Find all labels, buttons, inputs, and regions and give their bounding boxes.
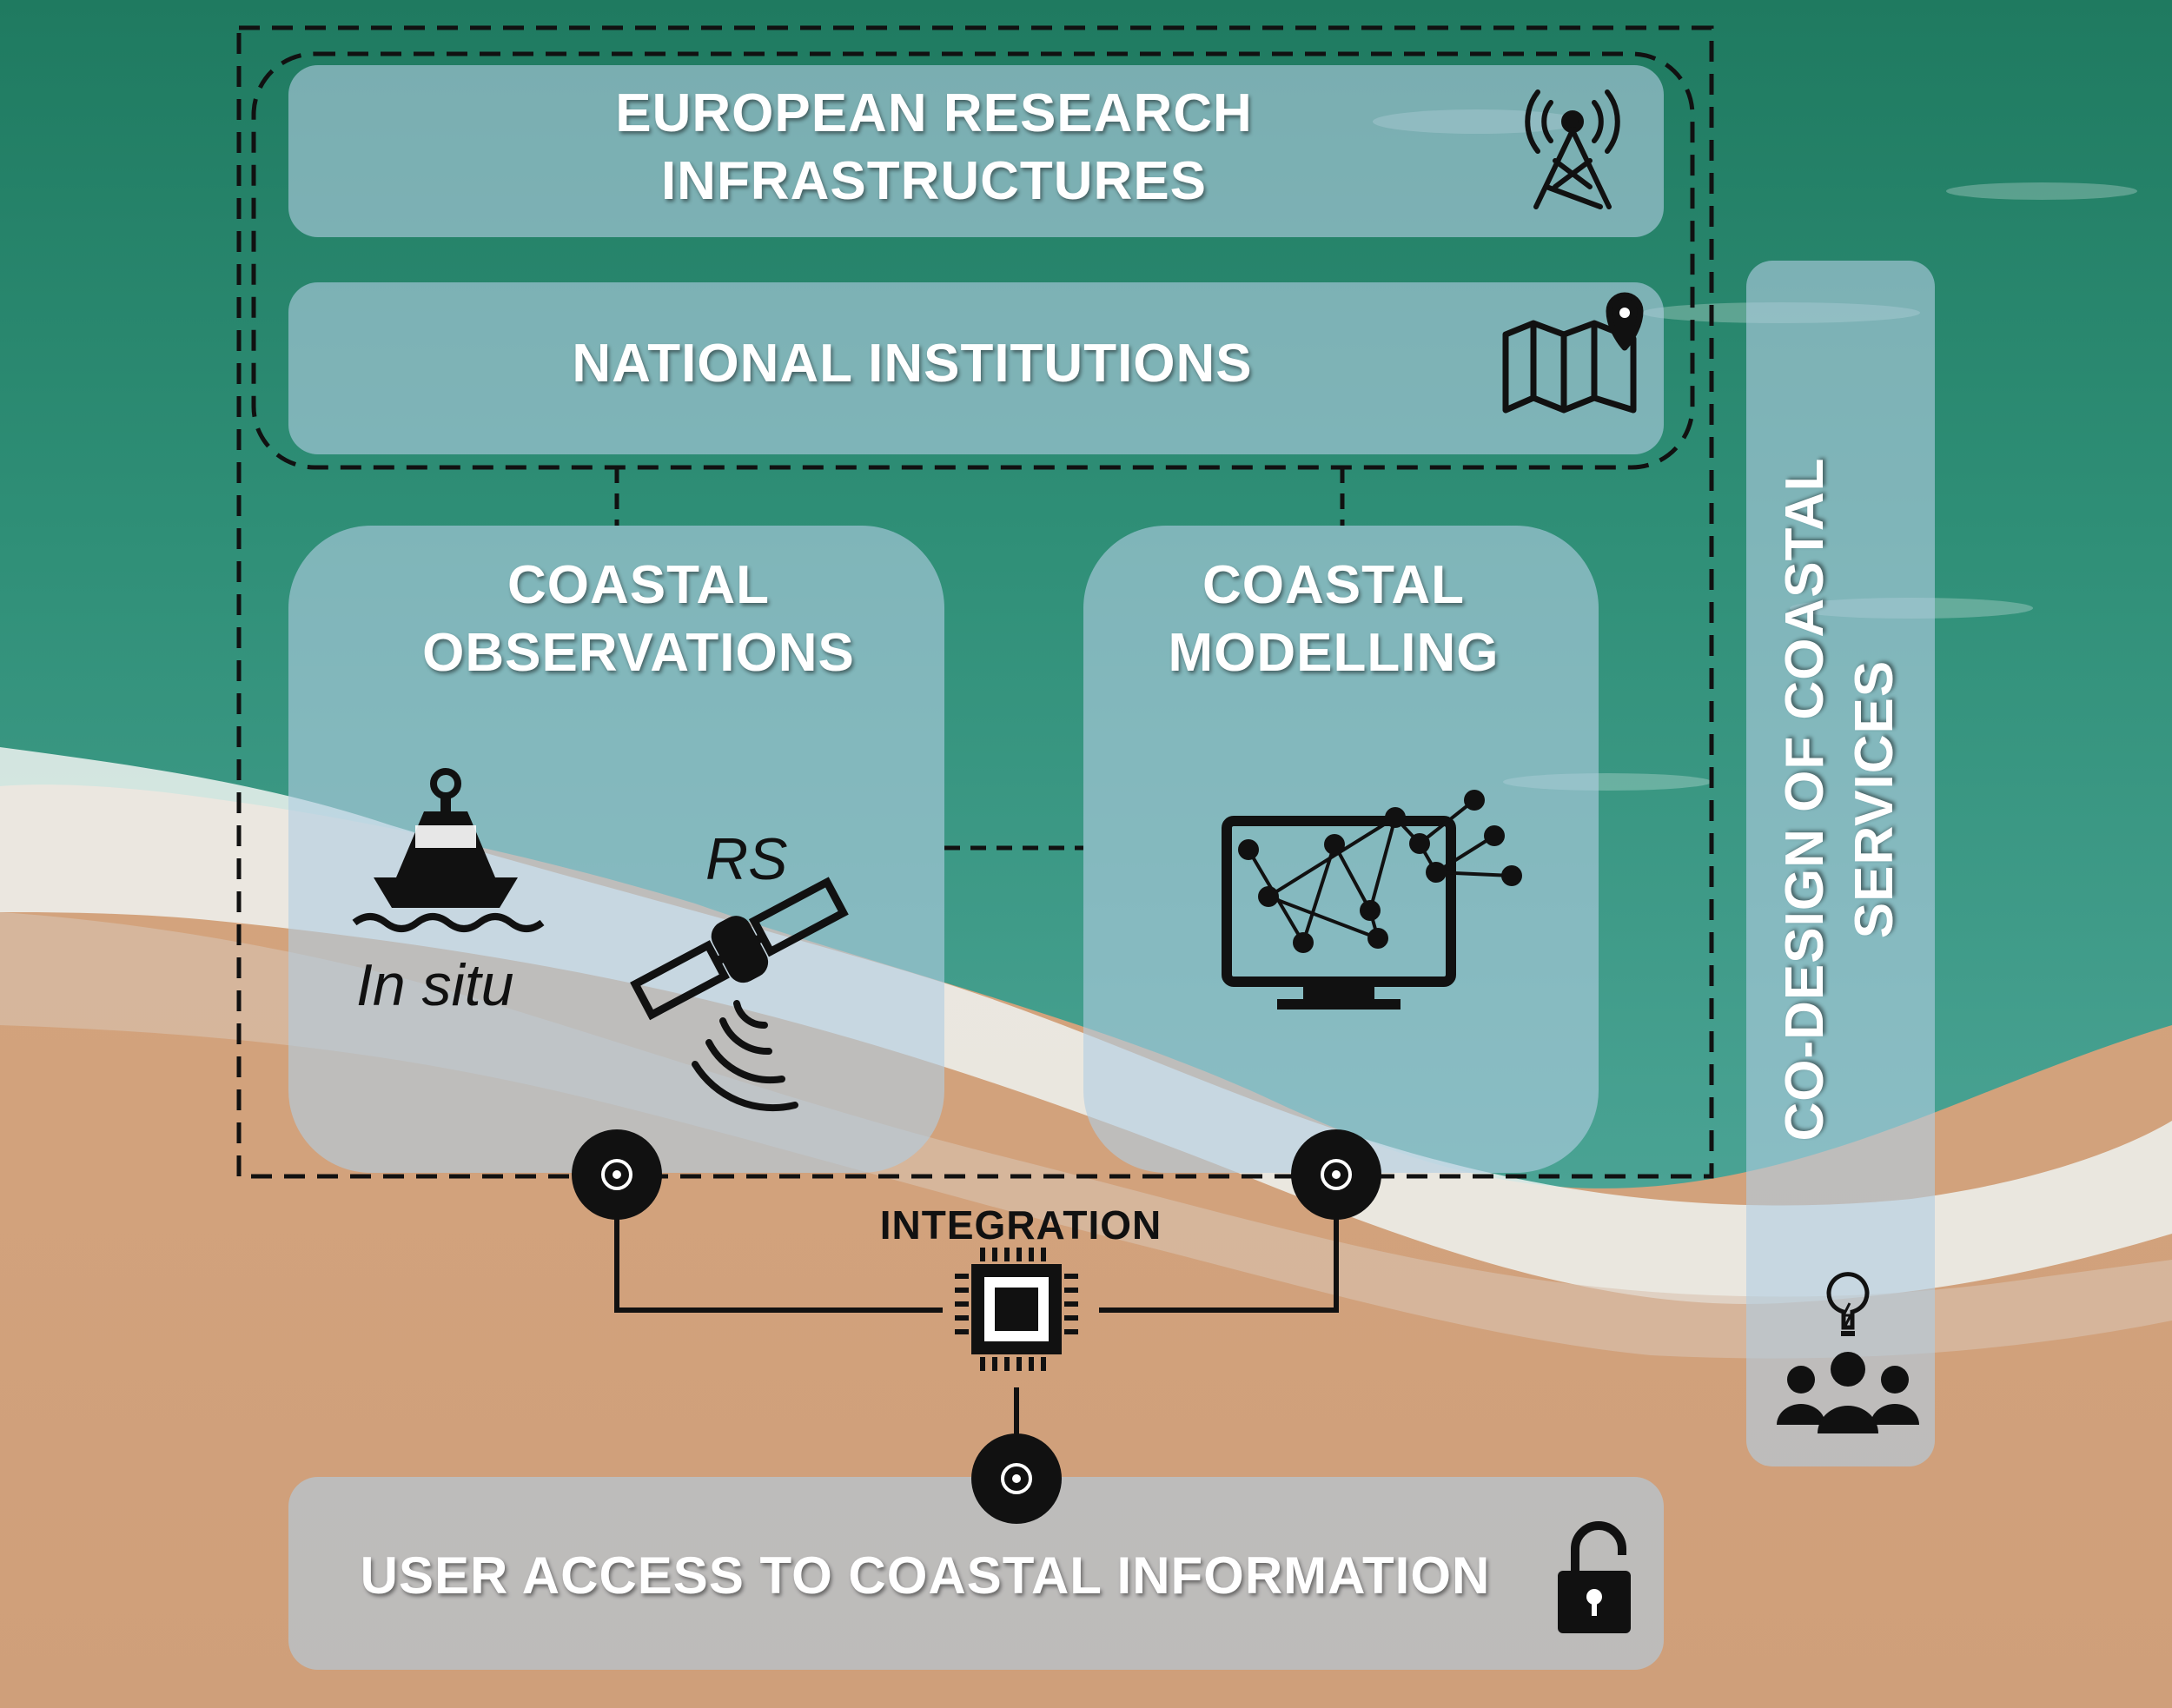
co-design-title: CO-DESIGN OF COASTAL SERVICES [1775, 457, 1904, 1142]
network-monitor-icon [1222, 790, 1522, 1010]
institutions-dashed-box [251, 51, 1695, 470]
co-design-panel [1746, 261, 1935, 1466]
unlock-icon [1558, 1521, 1631, 1633]
integration-label: INTEGRATION [879, 1202, 1162, 1248]
node-observations [572, 1129, 662, 1220]
radio-tower-icon [1525, 89, 1620, 209]
national-institutions-title: NATIONAL INSTITUTIONS [572, 334, 1253, 394]
coastal-modelling-title: COASTAL MODELLING [1168, 555, 1500, 683]
european-research-title: EUROPEAN RESEARCH INFRASTRUCTURES [615, 83, 1253, 211]
integration-lines [614, 1178, 1339, 1438]
buoy-icon [352, 768, 545, 932]
map-pin-icon [1502, 292, 1644, 414]
coastal-observations-panel [288, 526, 944, 1173]
national-institutions-panel [288, 282, 1664, 454]
in-situ-label: In situ [356, 952, 514, 1018]
user-access-title: USER ACCESS TO COASTAL INFORMATION [360, 1546, 1491, 1605]
node-user-access [971, 1433, 1062, 1524]
coastal-observations-title: COASTAL OBSERVATIONS [422, 555, 855, 683]
user-access-panel [288, 1477, 1664, 1670]
european-research-panel [288, 65, 1664, 237]
node-modelling [1291, 1129, 1381, 1220]
team-idea-icon [1777, 1272, 1919, 1433]
outer-dashed-boundary [236, 25, 1714, 1179]
processor-chip-icon [955, 1248, 1078, 1371]
satellite-icon [630, 877, 849, 1112]
rs-label: RS [705, 826, 788, 892]
